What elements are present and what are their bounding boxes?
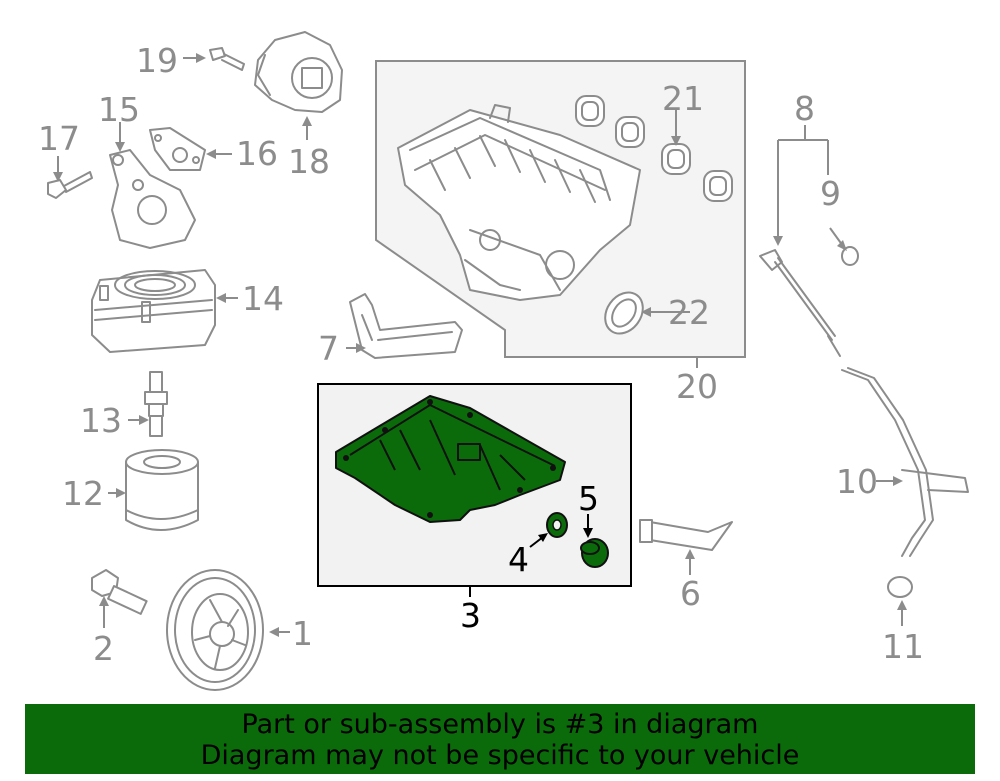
- oil-filter-housing[interactable]: [109, 149, 196, 249]
- crank-bolt[interactable]: [91, 569, 148, 615]
- callout-17: 17: [38, 119, 80, 158]
- callout-4: 4: [508, 540, 529, 579]
- callout-13: 13: [80, 401, 122, 440]
- callout-22: 22: [668, 293, 710, 332]
- oil-filter-stud[interactable]: [144, 371, 168, 437]
- callout-5: 5: [578, 479, 599, 518]
- callout-1: 1: [292, 614, 313, 653]
- info-banner: Part or sub-assembly is #3 in diagram Di…: [25, 704, 975, 774]
- banner-line-2: Diagram may not be specific to your vehi…: [200, 740, 800, 771]
- water-pump-bolt[interactable]: [209, 47, 245, 71]
- tube-o-ring[interactable]: [887, 576, 913, 598]
- oil-strainer[interactable]: [349, 293, 463, 359]
- callout-3: 3: [460, 596, 481, 635]
- callout-16: 16: [236, 134, 278, 173]
- oil-pan[interactable]: [335, 395, 566, 523]
- callout-10: 10: [836, 462, 878, 501]
- drain-gasket[interactable]: [546, 512, 568, 538]
- housing-bolt[interactable]: [47, 171, 93, 199]
- callout-14: 14: [242, 279, 284, 318]
- callout-20: 20: [676, 367, 718, 406]
- dipstick-tube[interactable]: [841, 367, 969, 557]
- drain-plug[interactable]: [580, 538, 609, 568]
- intake-manifold[interactable]: [397, 104, 641, 301]
- callout-2: 2: [93, 629, 114, 668]
- callout-19: 19: [136, 41, 178, 80]
- callout-7: 7: [318, 329, 339, 368]
- oil-filter[interactable]: [125, 449, 199, 531]
- water-pump[interactable]: [254, 31, 343, 113]
- sealant-tube[interactable]: [639, 519, 733, 551]
- dipstick[interactable]: [759, 249, 841, 357]
- callout-15: 15: [98, 90, 140, 129]
- callout-12: 12: [62, 474, 104, 513]
- callout-9: 9: [820, 174, 841, 213]
- callout-21: 21: [662, 79, 704, 118]
- throttle-gasket[interactable]: [597, 285, 650, 341]
- intake-gaskets[interactable]: [575, 95, 733, 202]
- crankshaft-pulley[interactable]: [166, 569, 264, 691]
- dipstick-seal[interactable]: [841, 246, 859, 266]
- callout-6: 6: [680, 574, 701, 613]
- housing-gasket[interactable]: [149, 127, 206, 171]
- oil-cooler[interactable]: [91, 269, 216, 353]
- callout-18: 18: [288, 142, 330, 181]
- banner-line-1: Part or sub-assembly is #3 in diagram: [241, 709, 759, 740]
- callout-11: 11: [882, 627, 924, 666]
- callout-8: 8: [794, 89, 815, 128]
